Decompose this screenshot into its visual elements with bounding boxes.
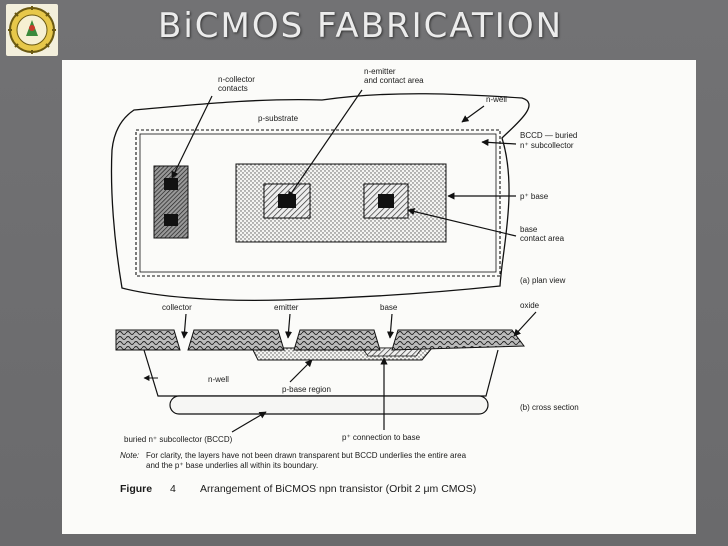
label-p-substrate: p-substrate xyxy=(258,114,299,123)
leader-n-emitter xyxy=(287,89,363,199)
bicmos-diagram: n-collector contacts n-emitter and conta… xyxy=(110,67,579,495)
oxide-layer-mid1 xyxy=(187,329,285,351)
slide-title: BiCMOS FABRICATION xyxy=(158,6,564,46)
leader-buried xyxy=(231,411,267,433)
label-n-collector-1: n-collector xyxy=(218,75,255,84)
leader-n-collector xyxy=(171,95,213,179)
leader-collector xyxy=(180,313,189,339)
label-bccd-2: n⁺ subcollector xyxy=(520,141,574,150)
leader-n-well xyxy=(461,105,485,123)
figure-label: Figure xyxy=(120,483,152,495)
figure-number: 4 xyxy=(170,483,176,495)
note-prefix: Note: xyxy=(120,451,139,460)
label-collector: collector xyxy=(162,303,192,312)
collector-contact-region xyxy=(153,165,189,239)
note-line-1: For clarity, the layers have not been dr… xyxy=(146,451,467,460)
label-n-emitter-1: n-emitter xyxy=(364,67,396,76)
leader-base-contact xyxy=(407,208,517,237)
college-emblem-logo xyxy=(6,4,58,56)
label-plan-view: (a) plan view xyxy=(520,276,566,285)
base-contact xyxy=(378,194,394,208)
label-buried-subcollector: buried n⁺ subcollector (BCCD) xyxy=(124,435,233,444)
oxide-layer-left xyxy=(115,329,181,351)
bccd-outer-boundary xyxy=(135,129,501,277)
cross-section: collector emitter base oxide n-well p-ba… xyxy=(115,301,579,444)
label-p-base-region: p-base region xyxy=(282,385,331,394)
leader-base xyxy=(386,313,395,339)
label-bccd-1: BCCD — buried xyxy=(520,131,577,140)
label-n-collector-2: contacts xyxy=(218,84,248,93)
emitter-contact xyxy=(278,194,296,208)
college-emblem-icon xyxy=(8,6,56,54)
oxide-layer-right xyxy=(391,329,525,351)
label-p-base: p⁺ base xyxy=(520,192,549,201)
figure-caption-text: Arrangement of BiCMOS npn transistor (Or… xyxy=(200,483,476,495)
oxide-layer-mid2 xyxy=(293,329,381,351)
figure-caption: Figure 4 Arrangement of BiCMOS npn trans… xyxy=(120,483,476,495)
label-cross-section: (b) cross section xyxy=(520,403,579,412)
document-scan: n-collector contacts n-emitter and conta… xyxy=(62,60,696,534)
label-n-emitter-2: and contact area xyxy=(364,76,424,85)
label-n-well-plan: n-well xyxy=(486,95,507,104)
n-well-outline xyxy=(110,93,530,302)
label-base: base xyxy=(380,303,398,312)
bccd-inner-boundary xyxy=(139,133,497,273)
buried-subcollector xyxy=(169,395,489,415)
label-emitter: emitter xyxy=(274,303,299,312)
label-p-connection: p⁺ connection to base xyxy=(342,433,421,442)
label-n-well-cs: n-well xyxy=(208,375,229,384)
leader-bccd xyxy=(481,138,517,146)
collector-contact-2 xyxy=(164,214,178,226)
collector-contact-1 xyxy=(164,178,178,190)
label-base-contact-2: contact area xyxy=(520,234,565,243)
plan-view: n-collector contacts n-emitter and conta… xyxy=(110,67,577,302)
label-base-contact-1: base xyxy=(520,225,538,234)
label-oxide: oxide xyxy=(520,301,540,310)
note-line-2: and the p⁺ base underlies all within its… xyxy=(146,461,318,470)
leader-emitter xyxy=(284,313,293,339)
leader-oxide xyxy=(513,311,537,337)
leader-p-base-region xyxy=(289,359,313,383)
note-block: Note: For clarity, the layers have not b… xyxy=(120,451,467,470)
